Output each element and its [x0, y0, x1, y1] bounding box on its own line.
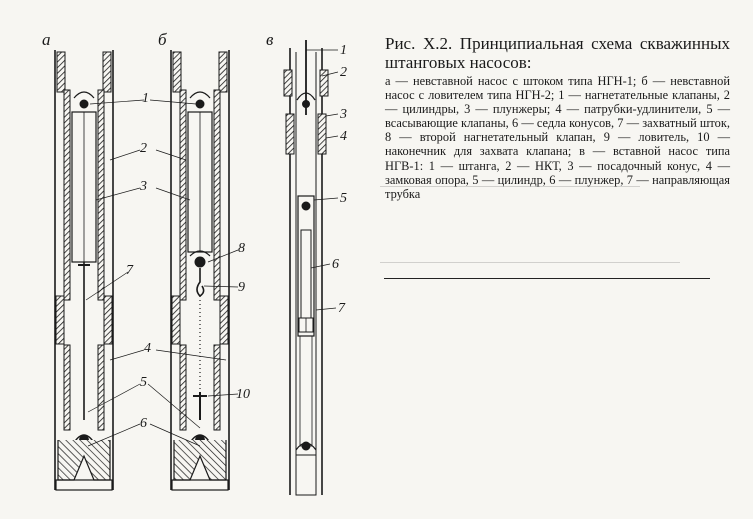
callout-ab-1: 1: [142, 91, 149, 106]
callout-ab-3: 3: [139, 179, 147, 194]
bleed-through-line: [380, 262, 680, 263]
bleed-through-line: [380, 186, 640, 187]
pump-label-b: б: [158, 30, 167, 49]
leader-lines: [85, 49, 339, 447]
callout-ab-7: 7: [126, 263, 134, 278]
callout-ab-10: 10: [236, 387, 250, 402]
callout-ab-8: 8: [238, 241, 245, 256]
caption-body: а — невставной насос с штоком типа НГН-1…: [385, 74, 730, 201]
pump-b: [170, 50, 230, 491]
callout-ab-9: 9: [238, 280, 245, 295]
callout-v-7: 7: [338, 301, 346, 316]
pump-schematic-diagram: а б в 1 2 3 7 8 9 4 5 6 10 1 2 3 4 5 6 7: [42, 30, 347, 496]
callout-v-2: 2: [340, 65, 347, 80]
callout-ab-4: 4: [144, 341, 151, 356]
pump-a: [54, 50, 114, 491]
callout-v-6: 6: [332, 257, 339, 272]
callout-ab-5: 5: [140, 375, 147, 390]
callout-ab-2: 2: [140, 141, 147, 156]
caption-title: Рис. X.2. Принципиальная схема скважинны…: [385, 34, 730, 72]
diagram-labels: а б в 1 2 3 7 8 9 4 5 6 10 1 2 3 4 5 6 7: [42, 30, 347, 431]
pump-v: [283, 40, 329, 496]
callout-v-1: 1: [340, 43, 347, 58]
pump-label-a: а: [42, 30, 51, 49]
figure-caption: Рис. X.2. Принципиальная схема скважинны…: [385, 34, 730, 201]
callout-v-5: 5: [340, 191, 347, 206]
callout-ab-6: 6: [140, 416, 147, 431]
callout-v-3: 3: [339, 107, 347, 122]
caption-rule: [384, 278, 710, 279]
callout-v-4: 4: [340, 129, 347, 144]
pump-label-v: в: [266, 30, 274, 49]
